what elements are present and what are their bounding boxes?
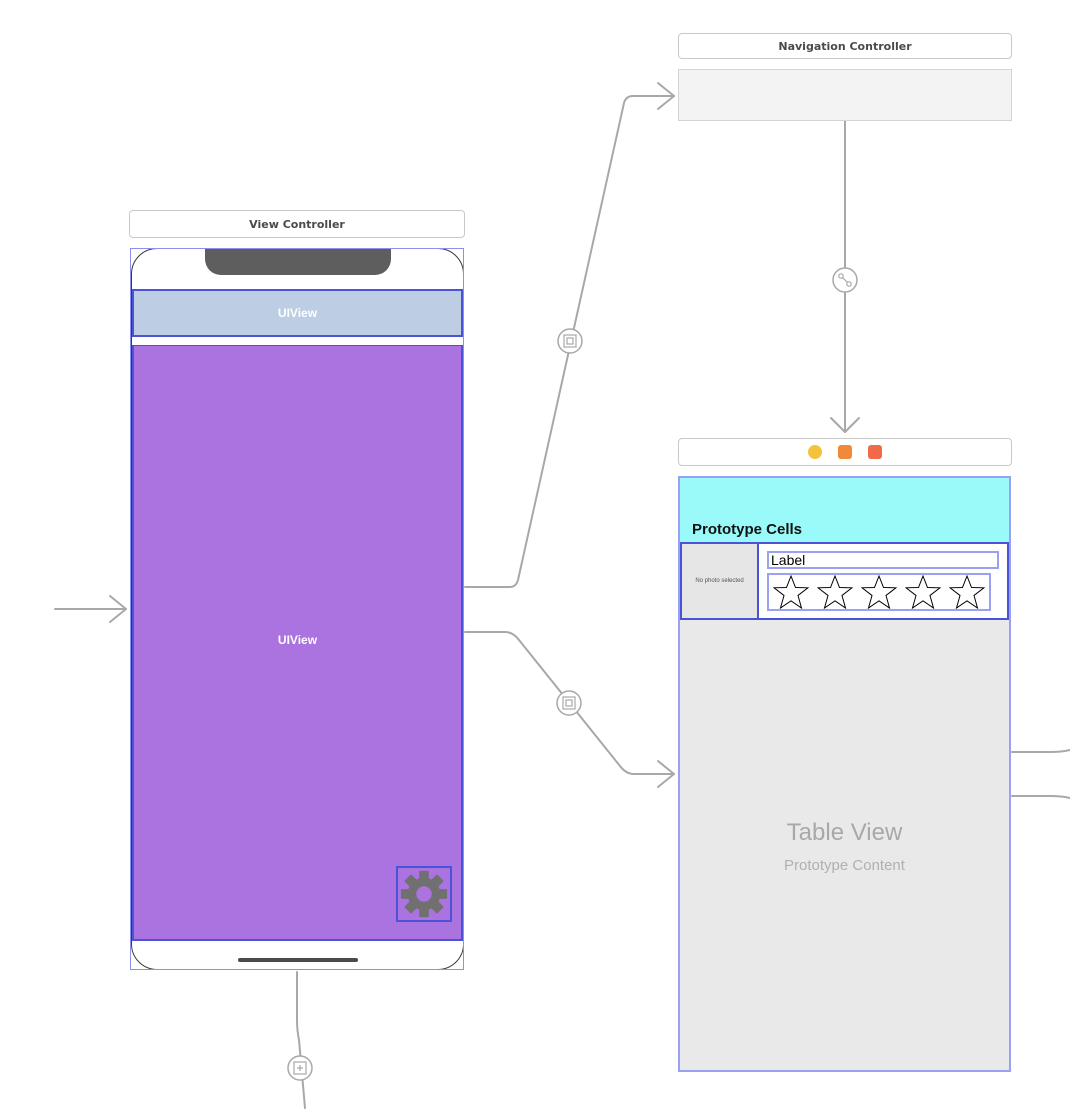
- navigation-controller-title-bar[interactable]: Navigation Controller: [678, 33, 1012, 59]
- top-uiview[interactable]: UIView: [132, 289, 463, 337]
- star-outline-icon[interactable]: [817, 575, 853, 609]
- table-view-controller-scene[interactable]: Prototype Cells No photo selected Label …: [678, 476, 1011, 1072]
- star-outline-icon[interactable]: [773, 575, 809, 609]
- star-outline-icon[interactable]: [905, 575, 941, 609]
- gear-icon: [400, 870, 448, 918]
- exit-icon[interactable]: [868, 445, 882, 459]
- settings-button[interactable]: [396, 866, 452, 922]
- table-view-controller-title-bar[interactable]: [678, 438, 1012, 466]
- table-view-title: Table View: [786, 819, 903, 846]
- star-outline-icon[interactable]: [949, 575, 985, 609]
- main-uiview-label: UIView: [277, 633, 318, 647]
- cell-name-label[interactable]: Label: [767, 551, 999, 569]
- view-controller-title: View Controller: [249, 217, 345, 231]
- navigation-controller-title: Navigation Controller: [778, 39, 912, 53]
- star-outline-icon[interactable]: [861, 575, 897, 609]
- object-cube-icon[interactable]: [838, 445, 852, 459]
- embed-segue-icon[interactable]: [287, 1055, 313, 1081]
- rating-control[interactable]: [767, 573, 991, 611]
- top-uiview-label: UIView: [277, 306, 318, 320]
- navigation-controller-scene[interactable]: [678, 69, 1012, 121]
- view-controller-title-bar[interactable]: View Controller: [129, 210, 465, 238]
- photo-image-view[interactable]: No photo selected: [682, 544, 759, 618]
- show-segue-icon[interactable]: [557, 328, 583, 354]
- view-controller-scene[interactable]: UIView UIView: [131, 248, 464, 970]
- prototype-cells-title: Prototype Cells: [692, 521, 803, 538]
- table-view-subtitle: Prototype Content: [784, 857, 905, 874]
- home-indicator: [238, 958, 358, 962]
- first-responder-icon[interactable]: [808, 445, 822, 459]
- photo-placeholder-text: No photo selected: [695, 578, 744, 584]
- main-uiview[interactable]: UIView: [132, 345, 463, 941]
- prototype-cells-header: Prototype Cells: [680, 478, 1009, 542]
- show-segue-icon[interactable]: [556, 690, 582, 716]
- relationship-segue-icon[interactable]: [832, 267, 858, 293]
- prototype-cell[interactable]: No photo selected Label: [680, 542, 1009, 620]
- embed-line: [296, 971, 306, 1109]
- device-notch: [205, 249, 391, 275]
